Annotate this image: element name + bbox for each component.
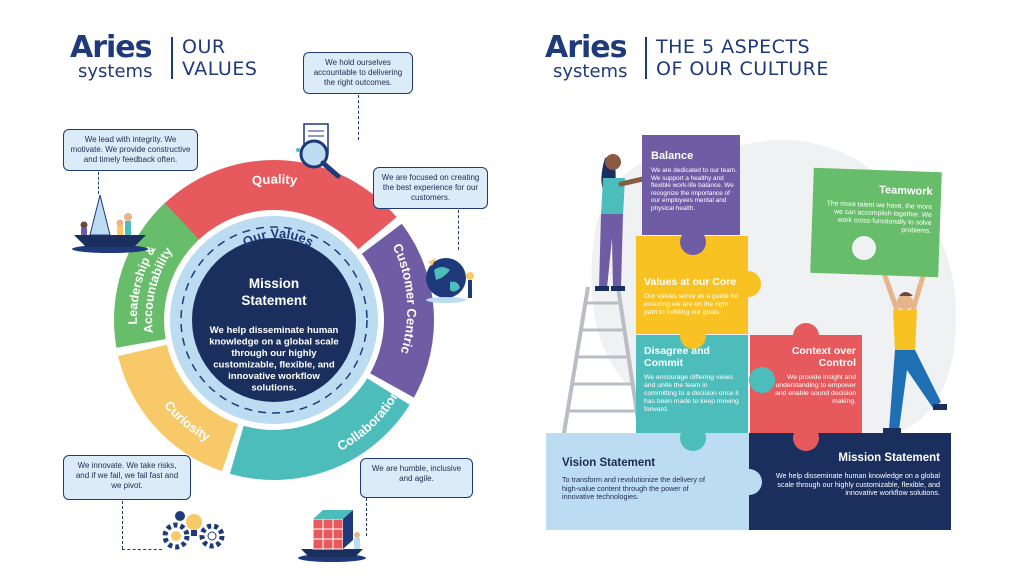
connector-curiosity — [122, 501, 123, 549]
balance-text-block: Balance We are dedicated to our team. We… — [651, 150, 737, 213]
mission-piece-text-block: Mission Statement We help disseminate hu… — [772, 452, 940, 498]
disagree-title-line1: Disagree and — [644, 345, 710, 357]
wheel-segment-curiosity — [118, 344, 239, 472]
mission-title-line1: Mission — [249, 276, 299, 291]
piece-balance — [642, 135, 740, 235]
context-title-line2: Control — [818, 357, 856, 369]
piece-mission — [749, 433, 951, 530]
balance-text: We are dedicated to our team. We support… — [651, 167, 737, 212]
wheel-segment-quality — [151, 159, 397, 250]
context-title-line1: Context over — [791, 345, 856, 357]
connector-leadership — [98, 172, 99, 194]
wheel-label-quality: Quality — [251, 171, 299, 188]
disagree-text-block: Disagree and Commit We encourage differi… — [644, 345, 742, 414]
left-title-line2: VALUES — [182, 58, 258, 80]
left-logo-sub: systems — [78, 61, 153, 82]
core-text-block: Values at our Core Our values serve as a… — [644, 276, 742, 317]
balance-title: Balance — [651, 150, 694, 162]
mission-text-line: innovative workflow — [228, 371, 320, 382]
wheel-segment-customer-centric — [361, 223, 434, 398]
values-wheel: Our Values Mission Statement We help dis… — [114, 159, 434, 480]
man-figure — [882, 273, 947, 433]
mission-text-line: knowledge on a global scale — [209, 337, 339, 348]
left-logo-brand: Aries — [70, 30, 153, 65]
vision-text-block: Vision Statement To transform and revolu… — [562, 457, 712, 502]
connector-collaboration — [366, 498, 367, 536]
mission-text-line: solutions. — [251, 383, 296, 394]
gears-icon — [162, 511, 225, 550]
wheel-segment-leadership — [114, 202, 199, 348]
mission-core — [192, 238, 356, 402]
mission-text-line: customizable, flexible, and — [213, 360, 335, 371]
teamwork-text: The more talent we have, the more we can… — [826, 200, 933, 235]
vision-title: Vision Statement — [562, 457, 656, 469]
globe-icon — [426, 258, 474, 303]
piece-disagree — [636, 335, 748, 433]
right-logo-sub: systems — [553, 61, 628, 82]
mission-text-line: through our highly — [231, 348, 317, 359]
bubble-collaboration: We are humble, inclusive and agile. — [360, 458, 473, 498]
core-title: Values at our Core — [644, 276, 737, 288]
vision-text: To transform and revolutionize the deliv… — [562, 475, 706, 502]
paper-boat-icon — [72, 194, 148, 253]
connector-quality — [358, 95, 359, 140]
right-logo-brand: Aries — [545, 30, 628, 65]
teamwork-title: Teamwork — [878, 184, 933, 198]
disagree-text: We encourage differing views and unite t… — [644, 374, 739, 413]
right-title-line2: OF OUR CULTURE — [656, 58, 829, 80]
rubiks-cube-icon — [298, 510, 366, 562]
bubble-leadership: We lead with integrity. We motivate. We … — [63, 129, 198, 171]
context-text-block: Context over Control We provide insight … — [772, 345, 856, 406]
mission-title-line2: Statement — [241, 293, 307, 308]
teamwork-text-block: Teamwork The more talent we have, the mo… — [819, 182, 933, 236]
mission-piece-text: We help disseminate human knowledge on a… — [775, 471, 940, 498]
bubble-curiosity: We innovate. We take risks, and if we fa… — [63, 455, 191, 500]
piece-vision — [546, 433, 749, 530]
bubble-quality: We hold ourselves accountable to deliver… — [303, 52, 413, 94]
woman-figure — [595, 154, 650, 291]
wheel-segment-collaboration — [229, 378, 410, 480]
connector-customer — [458, 210, 459, 250]
right-logo: Aries systems — [545, 33, 645, 81]
left-logo: Aries systems — [70, 33, 170, 81]
right-logo-divider — [645, 37, 647, 79]
mission-text-line: We help disseminate human — [210, 325, 339, 336]
core-text: Our values serve as a guide for ensuring… — [644, 293, 739, 316]
ladder — [562, 286, 642, 434]
values-dashed-ring — [180, 226, 368, 414]
bubble-customer: We are focused on creating the best expe… — [373, 167, 488, 209]
context-text: We provide insight and understanding to … — [775, 374, 856, 405]
right-title: THE 5 ASPECTS OF OUR CULTURE — [656, 36, 829, 80]
disagree-title-line2: Commit — [644, 357, 684, 369]
right-title-line1: THE 5 ASPECTS — [656, 36, 811, 58]
left-title: OUR VALUES — [182, 36, 257, 80]
mission-piece-title: Mission Statement — [838, 452, 940, 464]
left-title-line1: OUR — [182, 36, 226, 58]
magnifier-icon — [296, 123, 341, 179]
connector-curiosity-h — [122, 549, 162, 550]
left-logo-divider — [171, 37, 173, 79]
